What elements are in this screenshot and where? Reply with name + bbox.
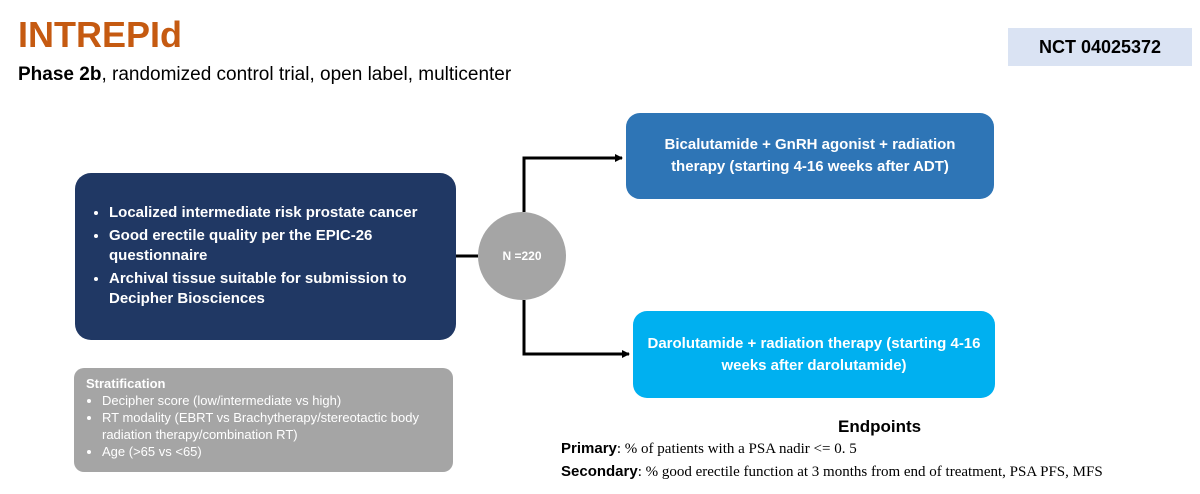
arm-bicalutamide-box: Bicalutamide + GnRH agonist + radiation … (626, 113, 994, 199)
eligibility-criteria-list: Localized intermediate risk prostate can… (89, 203, 436, 309)
stratification-title: Stratification (86, 376, 166, 391)
eligibility-criteria-box: Localized intermediate risk prostate can… (75, 173, 456, 340)
trial-phase: Phase 2b (18, 64, 102, 85)
criteria-item: Localized intermediate risk prostate can… (109, 203, 436, 223)
stratification-box: Stratification Decipher score (low/inter… (74, 368, 453, 472)
stratification-item: Decipher score (low/intermediate vs high… (102, 392, 443, 409)
stratification-item: RT modality (EBRT vs Brachytherapy/stere… (102, 409, 443, 443)
secondary-endpoint: Secondary: % good erectile function at 3… (561, 463, 1103, 481)
criteria-item: Archival tissue suitable for submission … (109, 269, 436, 309)
criteria-item: Good erectile quality per the EPIC-26 qu… (109, 226, 436, 266)
arrow-to-arm2 (522, 300, 630, 358)
primary-endpoint: Primary: % of patients with a PSA nadir … (561, 440, 857, 458)
primary-endpoint-text: : % of patients with a PSA nadir <= 0. 5 (616, 441, 857, 457)
stratification-item: Age (>65 vs <65) (102, 443, 443, 460)
trial-design-text: , randomized control trial, open label, … (101, 64, 512, 85)
nct-badge: NCT 04025372 (1008, 28, 1192, 66)
arm-darolutamide-box: Darolutamide + radiation therapy (starti… (633, 311, 995, 398)
arrow-to-arm1 (522, 154, 623, 212)
randomization-circle: N =220 (478, 212, 566, 300)
stratification-list: Decipher score (low/intermediate vs high… (86, 392, 443, 460)
trial-title: INTREPId (18, 14, 183, 55)
trial-design: Phase 2b, randomized control trial, open… (18, 64, 511, 86)
endpoints-title: Endpoints (838, 417, 922, 436)
secondary-endpoint-label: Secondary (561, 463, 638, 480)
secondary-endpoint-text: : % good erectile function at 3 months f… (637, 464, 1103, 480)
primary-endpoint-label: Primary (561, 440, 617, 457)
